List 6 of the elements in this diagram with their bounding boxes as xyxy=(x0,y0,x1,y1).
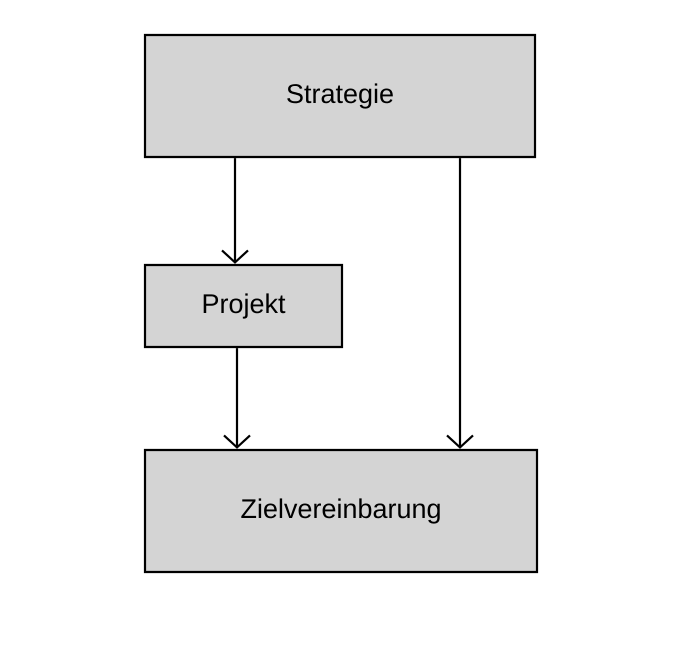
process-box: Zielvereinbarung xyxy=(144,448,538,574)
process-box: Projekt xyxy=(144,264,344,348)
process-box: Strategie xyxy=(144,34,536,158)
arrow xyxy=(223,348,251,449)
arrow xyxy=(221,158,249,264)
arrow xyxy=(446,158,474,449)
